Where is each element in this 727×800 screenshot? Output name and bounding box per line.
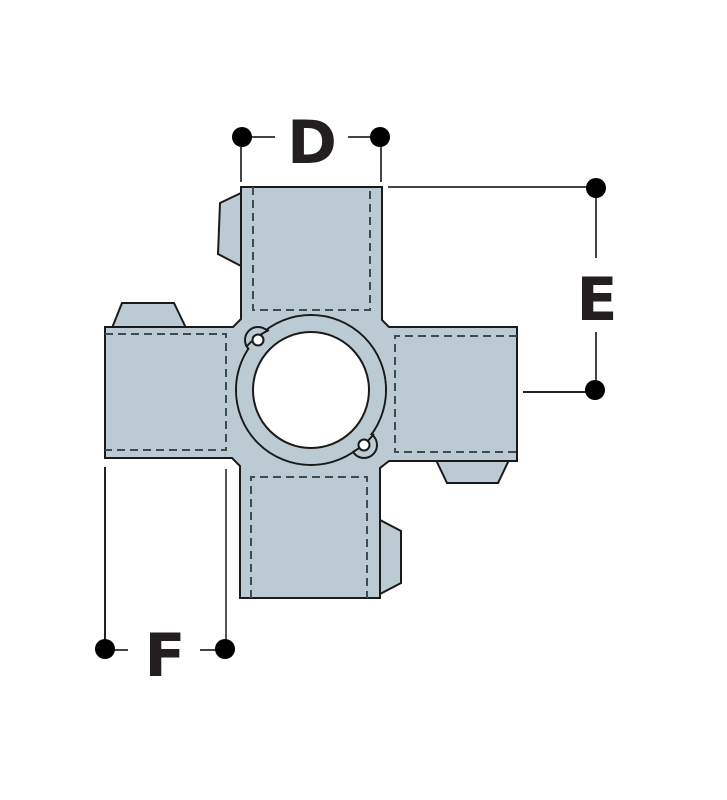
- dim-dot: [215, 639, 235, 659]
- dim-dot: [95, 639, 115, 659]
- dim-dot: [232, 127, 252, 147]
- dim-dot: [586, 178, 606, 198]
- top-arm-dash: [252, 187, 371, 311]
- dim-dot: [370, 127, 390, 147]
- dimension-label-d: D: [287, 108, 337, 178]
- dimension-e: E: [388, 178, 618, 400]
- dimension-label-e: E: [577, 265, 618, 335]
- center-ring: [235, 314, 387, 466]
- right-arm-tab: [434, 459, 511, 484]
- left-arm-tab: [110, 302, 188, 329]
- ring-hole: [252, 331, 370, 449]
- bottom-arm-tab: [379, 518, 402, 596]
- dimension-d: D: [232, 108, 390, 182]
- right-arm-dash: [394, 335, 517, 453]
- dimension-label-f: F: [145, 621, 186, 691]
- top-arm-tab: [216, 191, 242, 268]
- lug-hole-upper-left: [251, 333, 265, 347]
- dim-dot: [585, 380, 605, 400]
- lug-hole-lower-right: [357, 438, 371, 452]
- dimension-f: F: [95, 467, 235, 691]
- dashed-insert-lines: [105, 187, 517, 598]
